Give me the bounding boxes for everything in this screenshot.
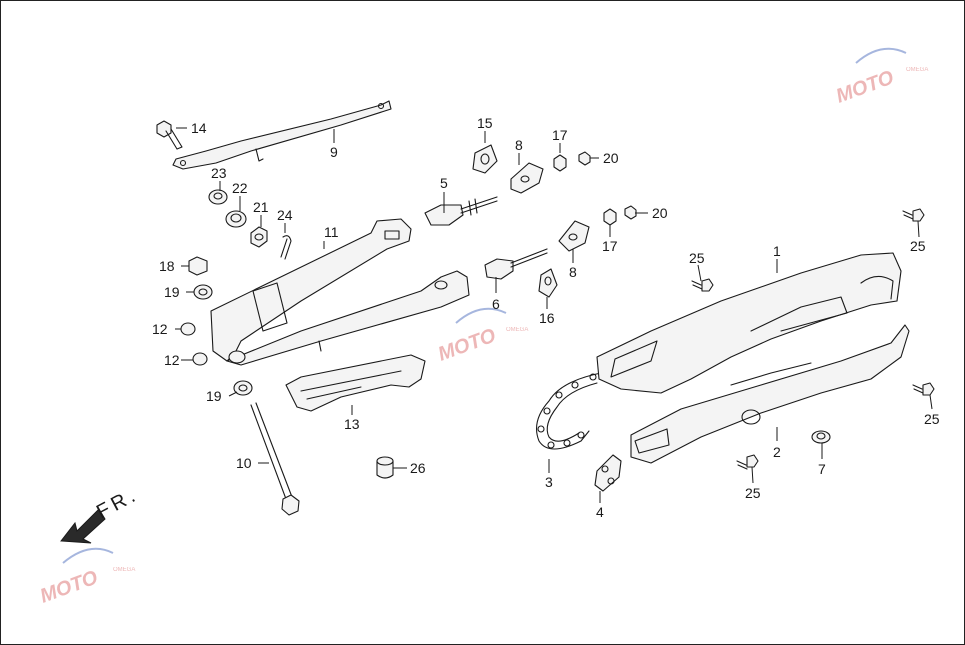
callout-1: 1 xyxy=(773,243,781,259)
part-20-nut-lower xyxy=(624,205,637,220)
part-4-master-link xyxy=(594,454,622,492)
callout-25-b: 25 xyxy=(910,238,926,254)
callout-19-lower: 19 xyxy=(206,388,222,404)
callout-12-upper: 12 xyxy=(152,321,168,337)
callout-17-upper: 17 xyxy=(552,127,568,143)
front-direction-indicator: FR. xyxy=(60,483,142,544)
callout-6: 6 xyxy=(492,296,500,312)
part-12-bushing-upper xyxy=(180,322,196,336)
part-25-bolt-d xyxy=(736,454,759,470)
part-19-washer-lower xyxy=(233,380,253,396)
watermark-text: MOTO xyxy=(833,66,897,107)
watermark-sub: OMEGA xyxy=(506,327,528,333)
callout-2: 2 xyxy=(773,444,781,460)
callout-17-lower: 17 xyxy=(602,238,618,254)
callout-10: 10 xyxy=(236,455,252,471)
callout-3: 3 xyxy=(545,474,553,490)
part-3-drive-chain xyxy=(536,372,602,450)
part-16-adjuster-plate xyxy=(538,268,558,298)
part-17-nut-lower xyxy=(603,208,617,226)
callout-labels: 1 2 3 4 5 6 7 8 8 9 10 11 12 12 13 14 15… xyxy=(152,115,940,520)
part-17-nut-upper xyxy=(553,154,567,172)
callout-22: 22 xyxy=(232,180,248,196)
callout-9: 9 xyxy=(330,144,338,160)
part-1-chain-case-upper xyxy=(596,252,902,394)
callout-12-lower: 12 xyxy=(164,352,180,368)
part-7-grommet xyxy=(811,430,831,444)
part-20-nut-upper xyxy=(578,151,591,166)
part-25-bolt-b xyxy=(902,208,925,222)
watermark-center: MOTO OMEGA xyxy=(435,307,528,366)
callout-18: 18 xyxy=(159,258,175,274)
part-22-washer xyxy=(225,210,247,228)
front-label: FR. xyxy=(93,483,142,523)
part-26-collar xyxy=(376,456,394,479)
callout-25-d: 25 xyxy=(745,485,761,501)
callout-20-lower: 20 xyxy=(652,205,668,221)
part-23-collar xyxy=(208,189,228,205)
part-24-cotter-pin xyxy=(280,235,292,260)
part-15-adjuster-plate xyxy=(472,144,498,174)
callout-8-upper: 8 xyxy=(515,137,523,153)
part-21-nut xyxy=(250,226,268,248)
callout-20-upper: 20 xyxy=(603,150,619,166)
callout-24: 24 xyxy=(277,207,293,223)
part-8-block-lower xyxy=(558,220,590,252)
callout-5: 5 xyxy=(440,175,448,191)
part-6-chain-adjuster xyxy=(484,248,548,280)
callout-25-a: 25 xyxy=(689,250,705,266)
watermark-text: MOTO xyxy=(435,324,499,365)
part-14-bolt xyxy=(156,120,183,150)
part-19-washer-upper xyxy=(193,284,213,300)
part-18-nut xyxy=(188,256,208,276)
watermark-top-right: MOTO OMEGA xyxy=(833,47,928,108)
callout-15: 15 xyxy=(477,115,493,131)
part-11-swingarm xyxy=(210,218,470,366)
leader-lines xyxy=(175,127,933,503)
part-25-bolt-a xyxy=(691,278,714,292)
part-10-pivot-shaft xyxy=(250,402,300,516)
callout-25-c: 25 xyxy=(924,411,940,427)
watermark-text: MOTO xyxy=(37,566,101,607)
callout-21: 21 xyxy=(253,199,269,215)
callout-26: 26 xyxy=(410,460,426,476)
callout-7: 7 xyxy=(818,461,826,477)
arrow-left-icon xyxy=(60,508,106,544)
callout-19-upper: 19 xyxy=(164,284,180,300)
watermark-sub: OMEGA xyxy=(906,67,928,73)
callout-16: 16 xyxy=(539,310,555,326)
part-13-chain-slider xyxy=(285,354,426,412)
part-8-block-upper xyxy=(510,162,544,194)
callout-13: 13 xyxy=(344,416,360,432)
part-5-chain-adjuster xyxy=(424,196,498,226)
watermark-sub: OMEGA xyxy=(113,567,135,573)
watermark-bottom-left: MOTO OMEGA xyxy=(37,547,135,608)
callout-8-lower: 8 xyxy=(569,264,577,280)
part-2-chain-case-lower xyxy=(630,324,910,464)
part-12-bushing-lower xyxy=(192,352,208,366)
callout-4: 4 xyxy=(596,504,604,520)
part-9-brace xyxy=(172,100,392,170)
part-25-bolt-c xyxy=(912,382,935,396)
callout-11: 11 xyxy=(324,224,339,240)
callout-23: 23 xyxy=(211,165,227,181)
callout-14: 14 xyxy=(191,120,207,136)
